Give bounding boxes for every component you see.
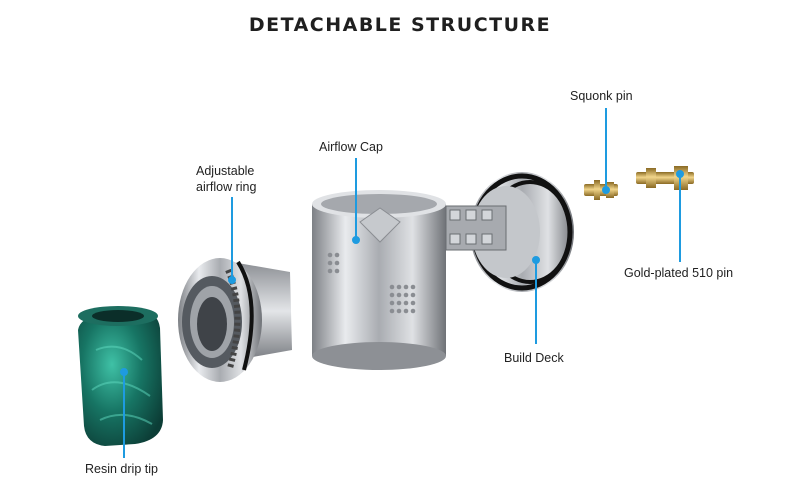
leader-dot-squonk-pin [602,186,610,194]
leader-dot-gold-pin [676,170,684,178]
leader-dot-airflow-cap [352,236,360,244]
label-adjustable-ring-line2: airflow ring [196,180,257,194]
leader-dot-adjustable-ring [228,276,236,284]
label-adjustable-ring-line1: Adjustable [196,164,255,178]
leader-lines [120,108,684,458]
label-gold-plated-510-pin: Gold-plated 510 pin [624,266,734,280]
gold-plated-510-pin [636,166,694,190]
label-build-deck: Build Deck [504,351,564,365]
label-resin-drip-tip: Resin drip tip [85,462,158,476]
page-title: DETACHABLE STRUCTURE [248,14,552,36]
label-squonk-pin: Squonk pin [570,89,633,103]
adjustable-airflow-ring [178,258,292,382]
leader-dot-drip-tip [120,368,128,376]
label-adjustable-ring: Adjustable airflow ring [196,163,256,195]
leader-dot-build-deck [532,256,540,264]
squonk-pin [584,180,618,200]
resin-drip-tip [78,306,163,446]
build-deck [445,172,574,292]
label-airflow-cap: Airflow Cap [319,140,383,154]
airflow-cap [312,190,446,370]
